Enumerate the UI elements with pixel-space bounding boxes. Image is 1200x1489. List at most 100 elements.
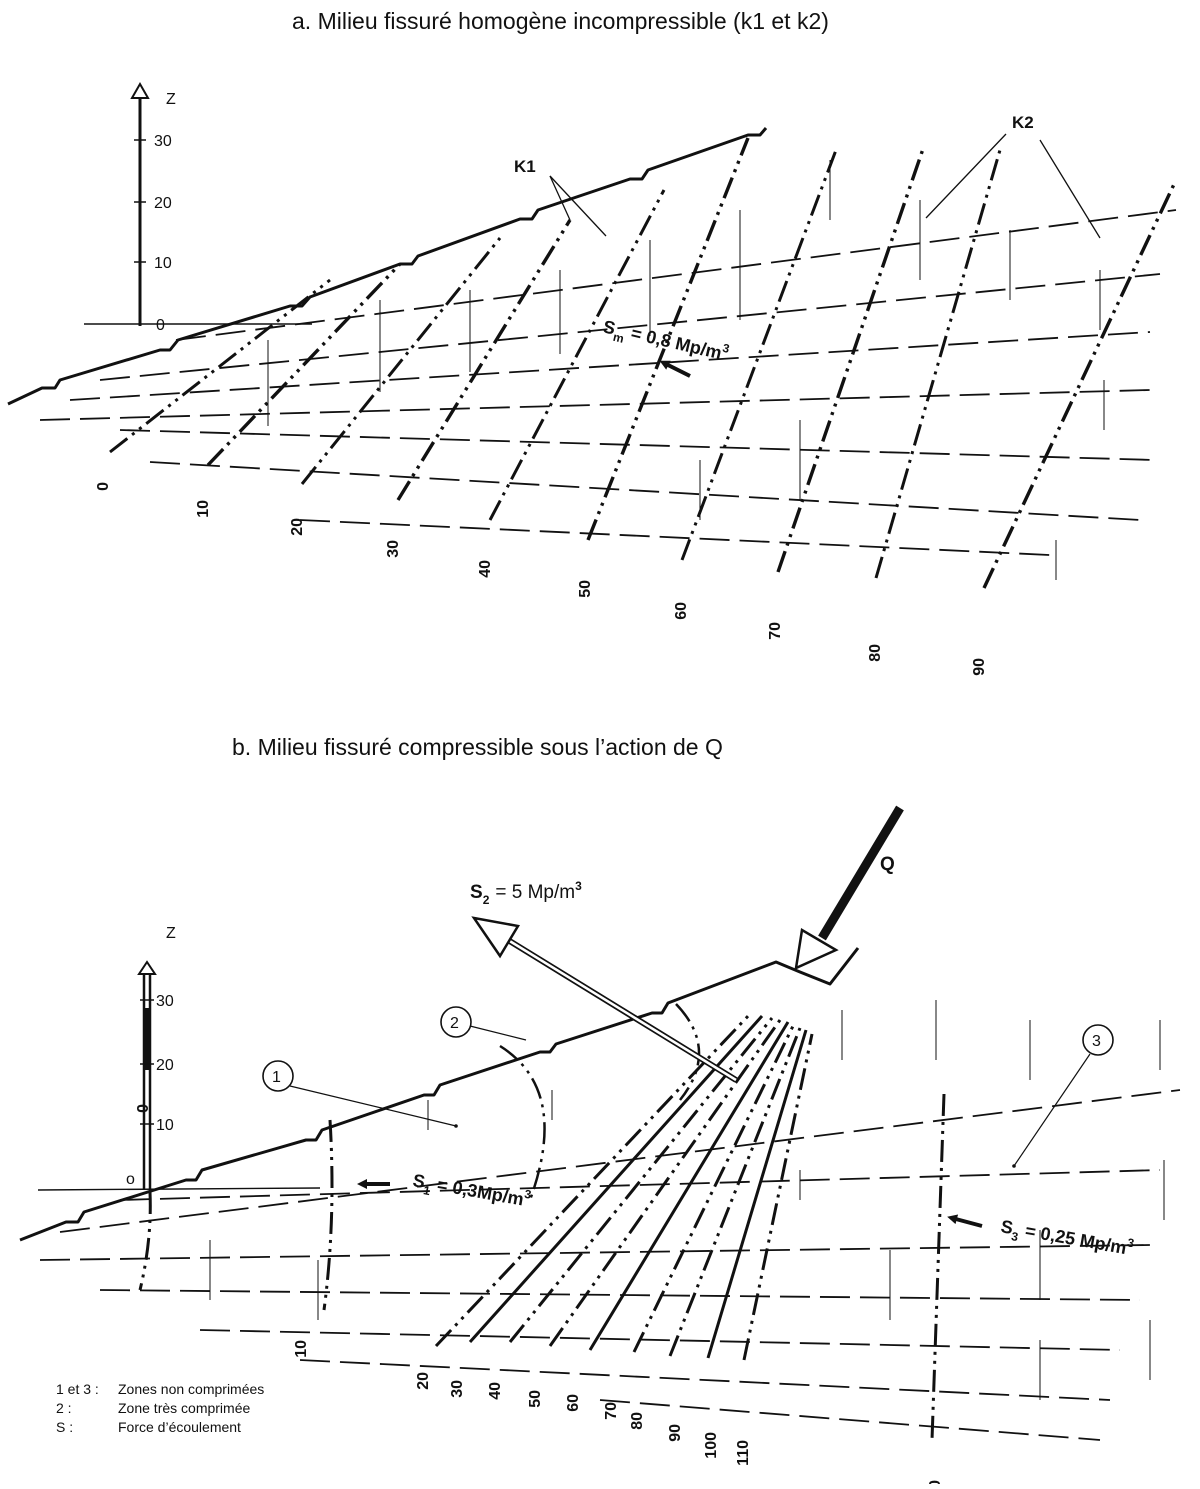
panel-b-s1-subscript: 1: [422, 1183, 431, 1198]
panel-b-slope-crest: [19, 947, 860, 1242]
strike-trace: [119, 1169, 1161, 1201]
strike-trace: [199, 1329, 1121, 1351]
panel-b-distance-label: 100: [703, 1432, 720, 1459]
k1-joint-trace: [982, 179, 1178, 589]
panel-b-distance-labels: 0102030405060708090100110120: [135, 1104, 944, 1489]
strike-trace: [149, 461, 1141, 521]
panel-a-z-tick: 20: [154, 195, 172, 212]
zone-3-label: 3: [1092, 1033, 1101, 1050]
panel-a-force-value: = 0,8 Mp/m: [629, 323, 724, 363]
panel-b-s3-symbol: S: [999, 1216, 1014, 1238]
panel-a-z-tick: 30: [154, 133, 172, 150]
panel-b-distance-label: 20: [415, 1372, 432, 1390]
panel-a-z-tick: 0: [156, 317, 165, 334]
svg-text:S2= 5 Mp/m3: S2 = 5 Mp/m3: [470, 879, 582, 907]
panel-b-s3-value: = 0,25 Mp/m: [1024, 1221, 1128, 1259]
panel-a-z-label: Z: [166, 91, 176, 108]
panel-b-distance-label: 0: [135, 1104, 152, 1113]
strike-trace: [119, 429, 1155, 461]
panel-b-s2-value: = 5 Mp/m: [495, 882, 575, 903]
panel-b-s1-symbol: S: [411, 1170, 426, 1192]
panel-a-force-superscript: 3: [721, 341, 731, 356]
k1-joint-trace: [488, 189, 666, 521]
k1-joint-trace: [206, 262, 402, 467]
panel-a-distance-label: 20: [289, 518, 306, 536]
panel-a-distance-label: 90: [971, 658, 988, 676]
panel-b-title: b. Milieu fissuré compressible sous l’ac…: [232, 734, 723, 760]
panel-a-distance-label: 60: [673, 602, 690, 620]
k1-joint-trace: [776, 145, 926, 573]
legend-item: S : Force d’écoulement: [56, 1418, 264, 1437]
panel-a-family-leaders: [549, 133, 1101, 239]
compressed-joint-trace: [706, 1029, 808, 1359]
strike-trace: [99, 1289, 1141, 1301]
panel-b-s1-value: = 0,3Mp/m: [436, 1175, 526, 1210]
legend-text: Zone très comprimée: [118, 1400, 251, 1416]
panel-b-s3-subscript: 3: [1010, 1229, 1019, 1244]
compressed-joint-trace: [434, 1012, 752, 1348]
svg-text:S3= 0,25 Mp/m3: S3= 0,25 Mp/m3: [998, 1213, 1135, 1264]
compressed-joint-trace: [468, 1014, 764, 1344]
compressed-joint-trace: [548, 1019, 782, 1347]
panel-a-diagram: Z 30 20 10 0 K1 K2 Sm= 0,8 Mp/m3: [7, 81, 1178, 676]
panel-b-distance-label: 40: [487, 1382, 504, 1400]
panel-a-distance-label: 10: [195, 500, 212, 518]
panel-a-title: a. Milieu fissuré homogène incompressibl…: [292, 8, 829, 34]
legend-text: Zones non comprimées: [118, 1381, 265, 1397]
strike-trace: [69, 331, 1151, 401]
panel-b-distance-label: 80: [629, 1412, 646, 1430]
zone-2-label: 2: [450, 1015, 459, 1032]
k1-joint-trace: [300, 237, 502, 485]
strike-trace: [299, 519, 1051, 556]
panel-b-s2-symbol: S: [470, 882, 483, 903]
k1-joint-trace: [396, 219, 572, 501]
panel-a-distance-label: 30: [385, 540, 402, 558]
compressed-joint-trace: [588, 1021, 790, 1351]
zone-1-label: 1: [272, 1069, 281, 1086]
strike-trace: [59, 1089, 1181, 1233]
svg-text:Sm= 0,8 Mp/m3: Sm= 0,8 Mp/m3: [600, 313, 731, 369]
strike-trace: [175, 209, 1177, 341]
legend-key: 1 et 3 :: [56, 1381, 99, 1397]
panel-a-k1-label: K1: [514, 157, 536, 176]
joint-trace-120: [930, 1093, 946, 1441]
joint-trace-0: [138, 1191, 152, 1291]
legend-key: S :: [56, 1419, 74, 1435]
panel-b-distance-label: 110: [735, 1440, 752, 1466]
zone-boundary: [675, 1003, 701, 1101]
panel-b-distance-label: 60: [565, 1394, 582, 1412]
panel-b-s3-force: S3= 0,25 Mp/m3: [947, 1213, 1136, 1264]
panel-b-load-arrow: Q: [794, 805, 904, 971]
panel-b-s2-superscript: 3: [575, 879, 582, 893]
legend-key: 2 :: [56, 1400, 72, 1416]
k1-joint-trace: [586, 137, 750, 541]
k1-joint-trace: [109, 278, 331, 454]
panel-b-s2-subscript: 2: [483, 893, 490, 907]
panel-b-s1-superscript: 3: [523, 1187, 532, 1202]
panel-b-s2-arrow: S2 = 5 Mp/m3: [470, 879, 738, 1083]
panel-a-distance-label: 50: [577, 580, 594, 598]
panel-b-distance-label: 70: [603, 1402, 620, 1420]
panel-b-distance-label: 120: [927, 1480, 944, 1484]
panel-a-distance-label: 40: [477, 560, 494, 578]
compressed-joint-trace: [668, 1027, 802, 1357]
panel-b-z-axis: Z 30 20 10 o: [37, 925, 321, 1191]
panel-a-force-symbol: S: [601, 316, 617, 338]
panel-b-joint-grid: [39, 1000, 1181, 1441]
legend-text: Force d’écoulement: [118, 1419, 241, 1435]
panel-a-force-subscript: m: [612, 330, 626, 346]
k1-joint-trace: [874, 149, 1002, 579]
joint-trace-10: [322, 1119, 334, 1311]
zone-boundary: [499, 1044, 546, 1201]
panel-b-zone-markers: 1 2 3: [262, 1006, 1114, 1168]
legend-item: 2 : Zone très comprimée: [56, 1399, 264, 1418]
panel-b-z-tick: 20: [156, 1057, 174, 1074]
panel-b-z-tick: o: [126, 1171, 135, 1188]
panel-b-distance-label: 30: [449, 1380, 466, 1398]
strike-trace: [39, 1244, 1151, 1261]
panel-a-joint-grid: [39, 137, 1178, 589]
panel-b-z-tick: 30: [156, 993, 174, 1010]
strike-trace: [299, 1359, 1111, 1401]
